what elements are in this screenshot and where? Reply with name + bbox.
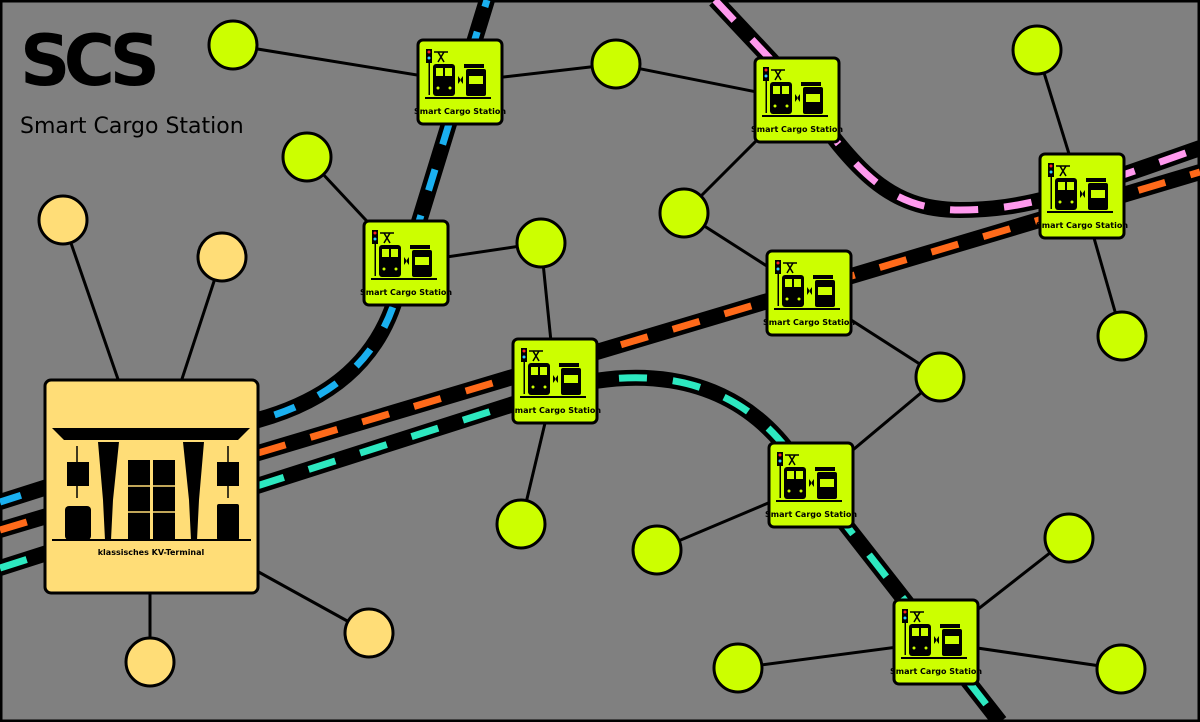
node — [712, 642, 764, 694]
station: Smart Cargo Station — [890, 598, 982, 686]
node — [590, 38, 642, 90]
terminal-node — [196, 231, 248, 283]
page-title: SCS — [20, 20, 160, 102]
station-label: Smart Cargo Station — [414, 107, 506, 116]
station: Smart Cargo Station — [414, 38, 506, 126]
station-label: Smart Cargo Station — [509, 406, 601, 415]
node — [658, 187, 710, 239]
node — [1011, 24, 1063, 76]
node — [515, 217, 567, 269]
node — [1096, 310, 1148, 362]
terminal-node — [124, 636, 176, 688]
node — [1043, 512, 1095, 564]
node — [1095, 643, 1147, 695]
terminal-crane-icon — [52, 428, 251, 541]
page-subtitle: Smart Cargo Station — [20, 114, 244, 139]
kv-terminal: klassisches KV-Terminal — [43, 378, 260, 595]
station-label: Smart Cargo Station — [1036, 221, 1128, 230]
station: Smart Cargo Station — [360, 219, 452, 307]
station: Smart Cargo Station — [763, 249, 855, 337]
station-label: Smart Cargo Station — [751, 125, 843, 134]
node — [631, 524, 683, 576]
terminal-label: klassisches KV-Terminal — [98, 548, 205, 557]
station-label: Smart Cargo Station — [765, 510, 857, 519]
node — [914, 351, 966, 403]
terminal-node — [37, 194, 89, 246]
node — [495, 498, 547, 550]
station: Smart Cargo Station — [765, 441, 857, 529]
terminal-node — [343, 607, 395, 659]
station: Smart Cargo Station — [509, 337, 601, 425]
node — [207, 19, 259, 71]
station-label: Smart Cargo Station — [890, 667, 982, 676]
station: Smart Cargo Station — [751, 56, 843, 144]
station-label: Smart Cargo Station — [360, 288, 452, 297]
node — [281, 131, 333, 183]
station: Smart Cargo Station — [1036, 152, 1128, 240]
station-label: Smart Cargo Station — [763, 318, 855, 327]
